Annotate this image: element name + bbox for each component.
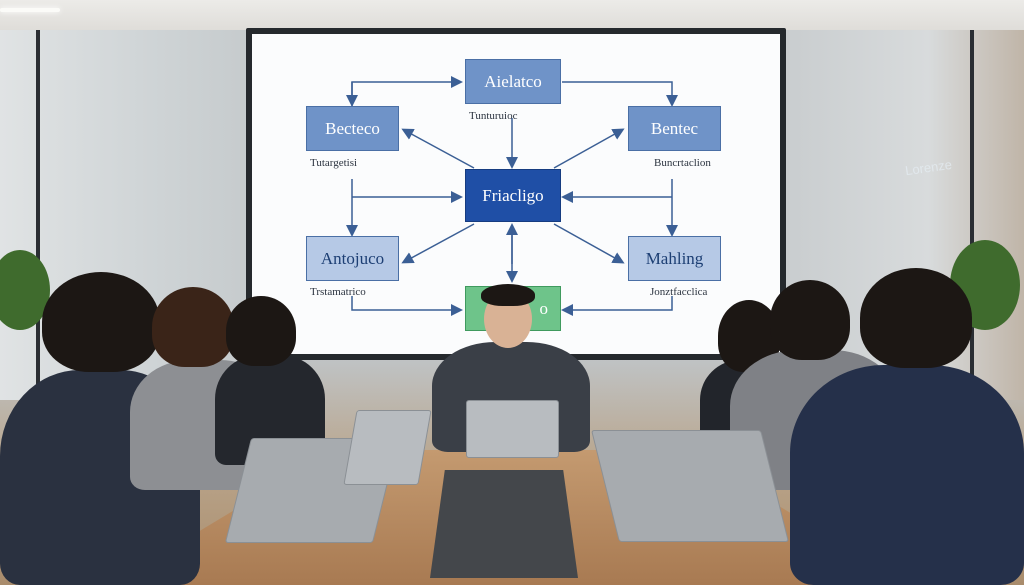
attendee-laptop xyxy=(343,410,432,485)
presenter-laptop xyxy=(466,400,559,458)
diagram-label: Tunturuioc xyxy=(469,110,518,122)
diagram-node-bottom-right: Mahling xyxy=(628,236,721,281)
attendee-head xyxy=(770,280,850,360)
window-mullion xyxy=(36,30,40,400)
diagram-label: Buncrtaclion xyxy=(654,157,711,169)
diagram-node-bottom-left: Antojuco xyxy=(306,236,399,281)
diagram-node-center: Friacligo xyxy=(465,169,561,222)
attendee-laptop xyxy=(591,430,789,542)
ceiling-light xyxy=(0,8,60,12)
diagram-label: Jonztfacclica xyxy=(650,286,708,298)
attendee-head xyxy=(42,272,160,372)
attendee-head xyxy=(152,287,234,367)
diagram-arrows xyxy=(346,76,678,316)
ceiling xyxy=(0,0,1024,32)
presenter-hair xyxy=(481,284,535,306)
diagram-node-top-left: Becteco xyxy=(306,106,399,151)
diagram-label: Trstamatrico xyxy=(310,286,366,298)
table-runner xyxy=(430,470,578,578)
plant-left xyxy=(0,250,50,330)
attendee-head xyxy=(226,296,296,366)
diagram-label: Tutargetisi xyxy=(310,157,358,169)
diagram-node-top: Aielatco xyxy=(465,59,561,104)
window-mullion xyxy=(970,30,974,400)
diagram-node-top-right: Bentec xyxy=(628,106,721,151)
attendee-head xyxy=(860,268,972,368)
attendee-body xyxy=(790,365,1024,585)
